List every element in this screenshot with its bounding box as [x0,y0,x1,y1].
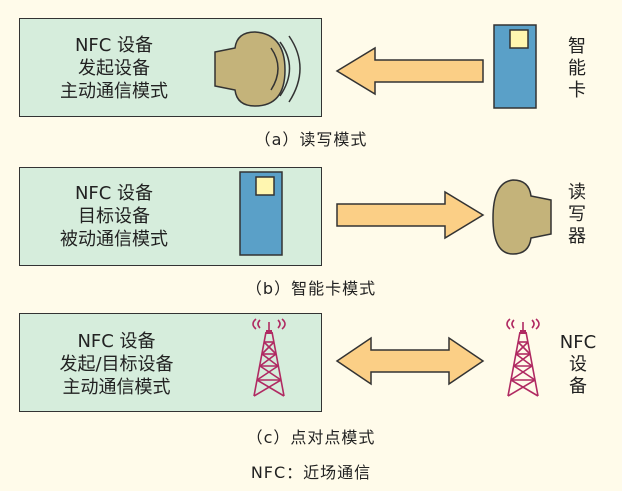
reader-icon-a [214,31,301,107]
panel-b-line-3: 被动通信模式 [60,229,168,250]
panel-c [19,313,322,412]
smart-card-icon-a [493,24,537,109]
panel-a-line-2: 发起设备 [78,58,150,79]
side-label-c: NFC 设 备 [556,332,600,398]
panel-b-line-1: NFC 设备 [74,183,154,204]
antenna-tower-icon-c-left [252,318,286,397]
panel-b-line-2: 目标设备 [78,206,150,227]
panel-b-text: NFC 设备 目标设备 被动通信模式 [19,182,209,251]
side-label-a-1: 智 [568,36,586,57]
panel-a-text: NFC 设备 发起设备 主动通信模式 [19,34,209,103]
side-label-a-2: 能 [568,58,586,79]
side-label-c-1: NFC [559,332,597,353]
panel-c-text: NFC 设备 发起/目标设备 主动通信模式 [19,330,214,399]
side-label-c-2: 设 [569,354,587,375]
side-label-b-1: 读 [568,182,586,203]
antenna-tower-icon-c-right [506,318,540,397]
panel-c-line-1: NFC 设备 [77,331,156,352]
panel-a-line-1: NFC 设备 [74,35,154,56]
panel-a-line-3: 主动通信模式 [60,81,168,102]
panel-c-line-2: 发起/目标设备 [59,354,174,375]
side-label-a: 智 能 卡 [566,36,588,102]
side-label-b-2: 写 [568,204,586,225]
caption-b: （b）智能卡模式 [245,279,377,298]
side-label-b-3: 器 [568,226,586,247]
side-label-c-3: 备 [569,376,587,397]
caption-a: （a）读写模式 [254,130,368,149]
panel-c-line-3: 主动通信模式 [62,377,171,398]
reader-icon-b [492,179,552,255]
caption-c: （c）点对点模式 [246,428,376,447]
footer-note: NFC：近场通信 [250,463,372,482]
side-label-a-3: 卡 [568,80,586,101]
double-arrow-c [335,336,485,386]
smart-card-icon-b [239,171,283,256]
side-label-b: 读 写 器 [566,182,588,248]
arrow-left-a [335,46,484,96]
arrow-right-b [336,190,485,240]
